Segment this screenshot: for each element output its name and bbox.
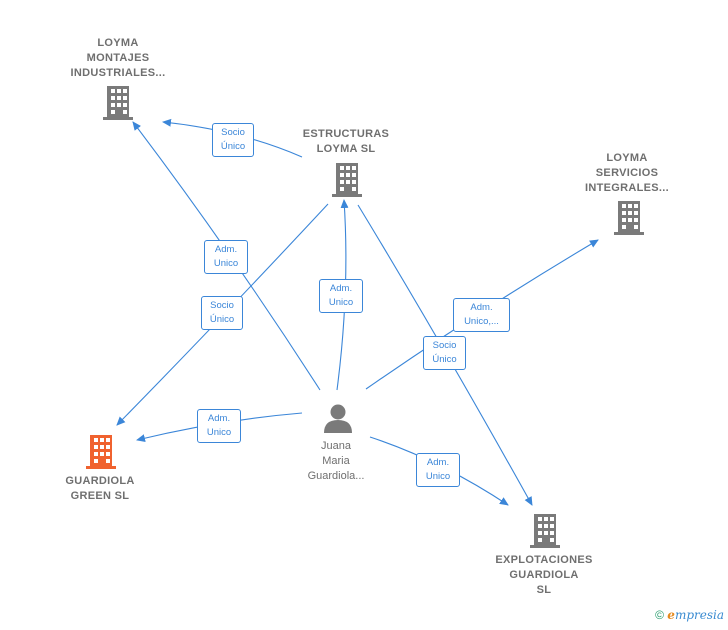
copyright-symbol: ©: [655, 608, 664, 622]
edge-label-socio-unico-explotaciones: Socio Único: [423, 336, 466, 370]
node-label-loyma-montajes[interactable]: LOYMA MONTAJES INDUSTRIALES...: [70, 37, 166, 79]
edge-label-adm-unico-estructuras: Adm. Unico: [319, 279, 363, 313]
edge-label-adm-unico-green: Adm. Unico: [197, 409, 241, 443]
building-icon[interactable]: [103, 86, 133, 120]
edge-label-adm-unico-explotaciones: Adm. Unico: [416, 453, 460, 487]
building-icon[interactable]: [614, 201, 644, 235]
person-icon[interactable]: [324, 404, 352, 434]
edge-label-adm-unico-montajes: Adm. Unico: [204, 240, 248, 274]
edge-label-socio-unico-montajes: Socio Único: [212, 123, 254, 157]
person-label-juana-maria[interactable]: Juana Maria Guardiola...: [307, 440, 365, 482]
node-label-explotaciones-guardiola[interactable]: EXPLOTACIONES GUARDIOLA SL: [495, 554, 593, 596]
brand-logo[interactable]: empresia: [667, 608, 724, 622]
building-icon-highlight[interactable]: [86, 435, 116, 469]
node-label-guardiola-green[interactable]: GUARDIOLA GREEN SL: [65, 475, 135, 502]
node-label-estructuras-loyma[interactable]: ESTRUCTURAS LOYMA SL: [302, 128, 390, 155]
edge-label-socio-unico-green: Socio Único: [201, 296, 243, 330]
building-icon[interactable]: [332, 163, 362, 197]
node-label-loyma-servicios[interactable]: LOYMA SERVICIOS INTEGRALES...: [585, 152, 669, 194]
building-icon[interactable]: [530, 514, 560, 548]
copyright-notice: © empresia: [655, 608, 724, 622]
edge-label-adm-unico-servicios: Adm. Unico,...: [453, 298, 510, 332]
